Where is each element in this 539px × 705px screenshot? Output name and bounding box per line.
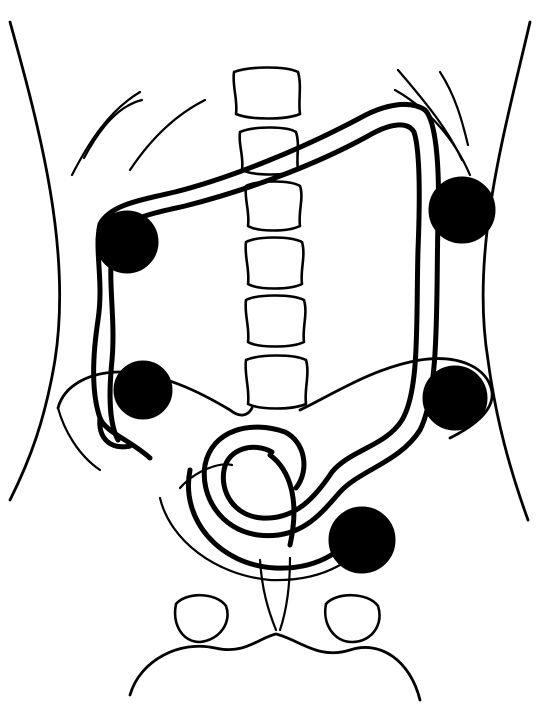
torso-left-outline	[10, 22, 60, 500]
sacrum-line-left	[260, 560, 276, 630]
colon-rectal-segment	[270, 455, 294, 545]
vertebral-column	[234, 68, 308, 409]
torso-right-outline	[483, 22, 530, 520]
vertebra-5	[246, 296, 306, 347]
left-iliac-inner	[58, 408, 100, 470]
vertebra-1	[234, 68, 300, 119]
marker-right-lower	[114, 361, 172, 419]
left-obturator-foramen	[175, 595, 227, 642]
right-obturator-foramen	[325, 595, 379, 642]
marker-left-upper	[429, 177, 495, 243]
marker-right-upper	[96, 211, 158, 273]
marker-pelvic	[329, 507, 395, 573]
vertebra-6	[246, 356, 308, 409]
marker-left-lower	[423, 366, 487, 430]
vertebra-3	[246, 182, 302, 231]
left-rib-lines	[72, 92, 205, 175]
pubic-arch	[130, 634, 420, 700]
vertebra-4	[246, 238, 304, 289]
